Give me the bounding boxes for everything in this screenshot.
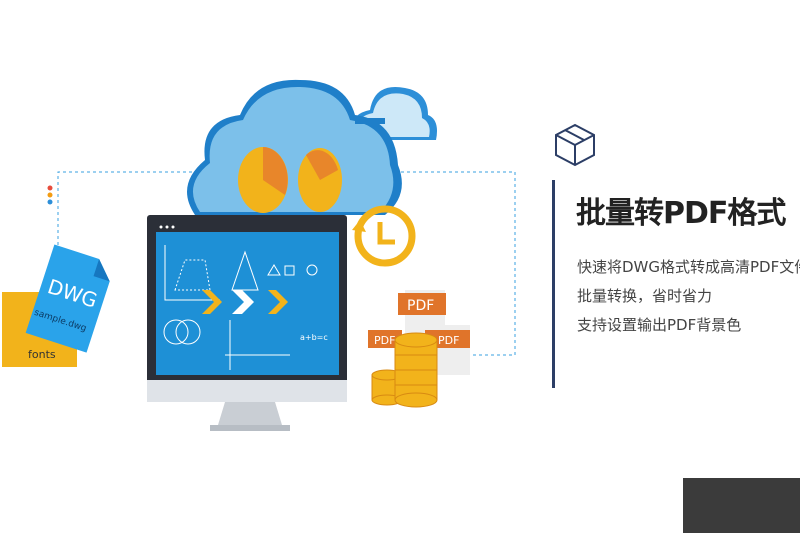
feature-line-3: 支持设置输出PDF背景色 xyxy=(577,316,742,334)
feature-title: 批量转PDF格式 xyxy=(576,196,786,231)
dot-blue xyxy=(47,199,53,205)
connector-left xyxy=(57,171,195,245)
dot-red xyxy=(47,185,53,191)
formula-text: a+b=c xyxy=(300,333,328,342)
connector-right xyxy=(395,171,516,356)
feature-line-2: 批量转换，省时省力 xyxy=(577,287,713,305)
accent-divider xyxy=(552,180,555,388)
pdf-label: PDF xyxy=(438,334,459,347)
pdf-label: PDF xyxy=(374,334,395,347)
corner-overlay xyxy=(683,478,800,533)
dot-orange xyxy=(47,192,53,198)
coins-icon xyxy=(371,332,438,408)
pdf-label: PDF xyxy=(407,298,434,314)
clock-icon xyxy=(352,205,416,267)
dwg-file-icon: DWG sample.dwg xyxy=(25,244,110,353)
box-icon xyxy=(555,123,595,167)
feature-line-1: 快速将DWG格式转成高清PDF文件 xyxy=(577,258,800,276)
monitor-icon: a+b=c xyxy=(147,215,347,431)
cloud-icon xyxy=(187,79,402,215)
folder-label: fonts xyxy=(28,348,56,361)
